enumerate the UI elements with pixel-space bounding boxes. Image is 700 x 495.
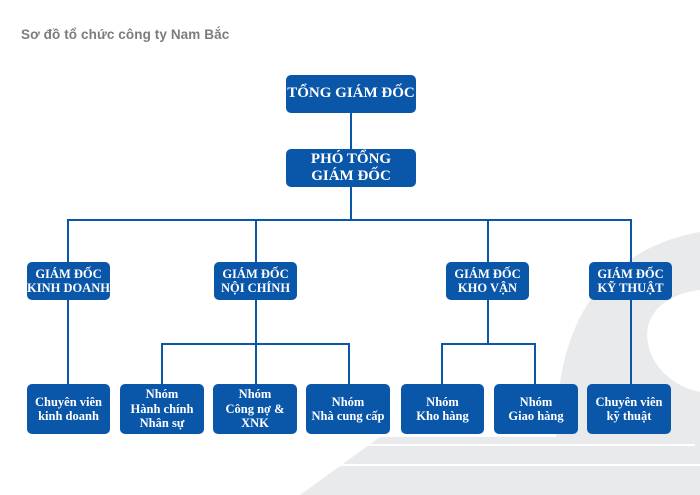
unit-label-line2: kinh doanh <box>38 409 99 423</box>
decor-stripe-gap-1 <box>350 444 695 446</box>
deputy-ceo-box: PHÓ TỔNG GIÁM ĐỐC <box>286 149 416 187</box>
connector-director-bus <box>67 219 632 262</box>
decor-stripe-gap-2 <box>330 464 700 466</box>
unit-label-line2: Công nợ & <box>225 401 285 416</box>
ceo-label: TỔNG GIÁM ĐỐC <box>287 85 415 102</box>
deputy-label-line1: PHÓ TỔNG <box>310 150 392 167</box>
unit-chuyen-vien-kinh-doanh-box: Chuyên viên kinh doanh <box>27 384 110 434</box>
director-ky-thuat-box: GIÁM ĐỐC KỸ THUẬT <box>589 262 672 300</box>
unit-nha-cung-cap-box: Nhóm Nhà cung cấp <box>306 384 390 434</box>
unit-label-line1: Nhóm <box>238 387 272 402</box>
unit-label-line2: kỹ thuật <box>606 409 652 423</box>
unit-kho-hang-box: Nhóm Kho hàng <box>401 384 484 434</box>
unit-label-line2: Nhà cung cấp <box>311 409 385 423</box>
unit-label-line1: Chuyên viên <box>34 394 103 409</box>
unit-label-line1: Chuyên viên <box>595 394 663 409</box>
director-kho-van-box: GIÁM ĐỐC KHO VẬN <box>446 262 529 300</box>
unit-label-line3: Nhân sự <box>139 416 185 431</box>
unit-label-line1: Nhóm <box>426 394 459 409</box>
unit-hanh-chinh-nhan-su-box: Nhóm Hành chính Nhân sự <box>120 384 204 434</box>
director-label-line1: GIÁM ĐỐC <box>597 266 664 281</box>
unit-chuyen-vien-ky-thuat-box: Chuyên viên kỹ thuật <box>587 384 671 434</box>
unit-label-line2: Hành chính <box>130 401 194 416</box>
unit-label-line2: Giao hàng <box>508 409 564 423</box>
connector-khovan-units <box>441 343 536 384</box>
director-label-line2: NỘI CHÍNH <box>220 281 291 295</box>
director-noi-chinh-box: GIÁM ĐỐC NỘI CHÍNH <box>214 262 297 300</box>
unit-label-line1: Nhóm <box>331 394 365 409</box>
page-title: Sơ đồ tổ chức công ty Nam Bắc <box>21 27 230 42</box>
director-label-line2: KHO VẬN <box>457 281 518 295</box>
director-kinh-doanh-box: GIÁM ĐỐC KINH DOANH <box>27 262 110 300</box>
director-label-line1: GIÁM ĐỐC <box>222 266 289 281</box>
unit-giao-hang-box: Nhóm Giao hàng <box>494 384 578 434</box>
director-label-line1: GIÁM ĐỐC <box>35 266 102 281</box>
deputy-label-line2: GIÁM ĐỐC <box>311 168 391 184</box>
director-label-line2: KINH DOANH <box>27 281 110 295</box>
director-label-line2: KỸ THUẬT <box>597 281 664 295</box>
ceo-box: TỔNG GIÁM ĐỐC <box>286 75 416 113</box>
unit-label-line2: Kho hàng <box>416 409 469 423</box>
unit-label-line1: Nhóm <box>519 394 553 409</box>
unit-cong-no-xnk-box: Nhóm Công nợ & XNK <box>213 384 297 434</box>
unit-label-line1: Nhóm <box>145 387 179 402</box>
unit-label-line3: XNK <box>241 416 269 431</box>
director-label-line1: GIÁM ĐỐC <box>454 266 521 281</box>
